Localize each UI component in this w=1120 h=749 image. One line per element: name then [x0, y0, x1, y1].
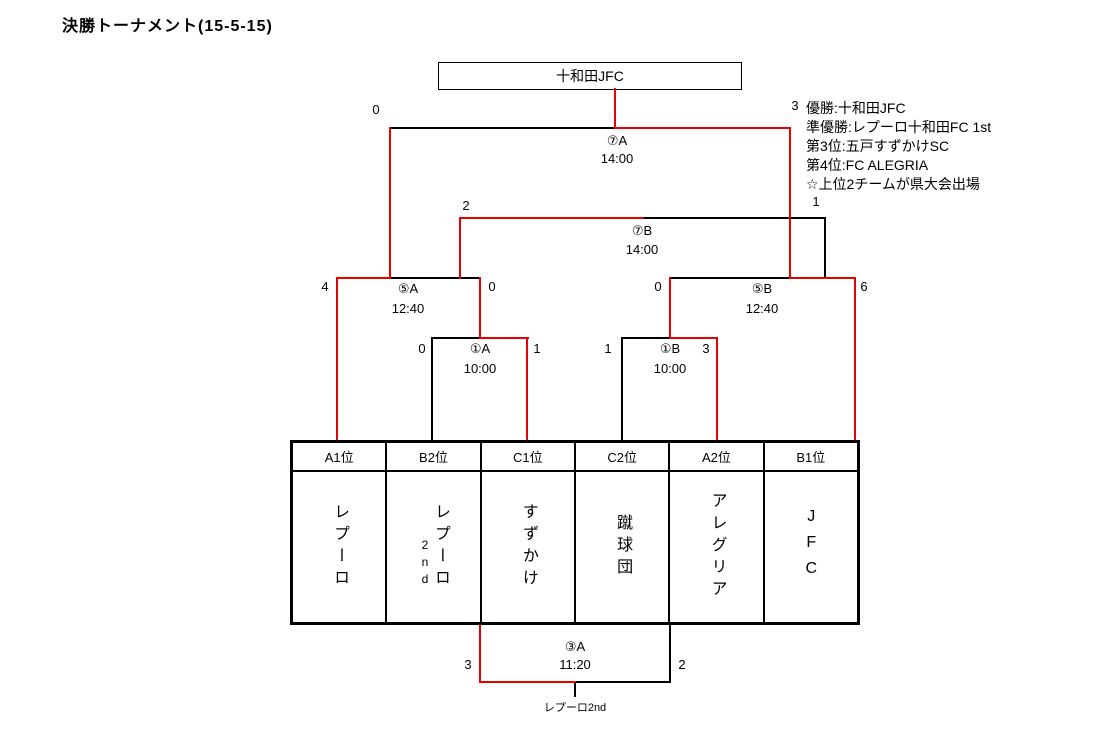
match-3a-winner: レプーロ2nd [543, 702, 607, 714]
bracket-line [390, 277, 481, 279]
match-1b-time: 10:00 [653, 361, 687, 376]
bracket-line [669, 625, 671, 683]
match-3a-right-score: 2 [678, 657, 686, 672]
winner-path-line [854, 277, 856, 440]
seed-label: C1位 [481, 443, 574, 472]
bracket-line [642, 217, 826, 219]
winner-path-line [479, 681, 576, 683]
match-1a-time: 10:00 [463, 361, 497, 376]
team-column-c2: C2位 蹴球団 [575, 443, 671, 622]
team-name: すずかけ [519, 503, 537, 591]
result-line-third: 第3位:五戸すずかけSC [806, 138, 950, 154]
results-panel: 優勝:十和田JFC 準優勝:レプーロ十和田FC 1st 第3位:五戸すずかけSC… [806, 99, 991, 194]
match-7b-left-score: 2 [462, 198, 470, 213]
bracket-line [575, 681, 671, 683]
champion-box: 十和田JFC [438, 62, 742, 90]
match-1b-left-score: 1 [604, 341, 612, 356]
bracket-line [622, 337, 671, 339]
page-title: 決勝トーナメント(15-5-15) [62, 18, 273, 35]
match-3a-left-score: 3 [464, 657, 472, 672]
match-1a-left-score: 0 [418, 341, 426, 356]
team-name: レプーロ [431, 503, 449, 591]
winner-path-line [526, 337, 528, 440]
match-7b-label: ⑦B [631, 223, 653, 238]
winner-path-line [789, 277, 856, 279]
match-1a-label: ①A [469, 341, 491, 356]
team-column-a1: A1位 レプーロ [293, 443, 388, 622]
winner-path-line [336, 277, 391, 279]
result-line-note: ☆上位2チームが県大会出場 [806, 176, 980, 192]
winner-path-line [479, 277, 481, 339]
match-7a-label: ⑦A [606, 133, 628, 148]
winner-path-line [389, 127, 391, 279]
winner-path-line [716, 337, 718, 440]
winner-path-line [789, 127, 791, 279]
bracket-line [390, 127, 616, 129]
result-line-winner: 優勝:十和田JFC [806, 100, 906, 116]
bracket-line [824, 217, 826, 279]
match-5a-time: 12:40 [391, 301, 425, 316]
result-line-runnerup: 準優勝:レプーロ十和田FC 1st [806, 119, 992, 135]
match-7b-right-score: 1 [812, 194, 820, 209]
winner-path-line [669, 337, 718, 339]
match-5b-left-score: 0 [654, 279, 662, 294]
teams-table: A1位 レプーロ B2位 2nd レプーロ C1位 すずかけ C2位 蹴球団 A… [290, 440, 860, 625]
match-7a-time: 14:00 [600, 151, 634, 166]
match-7b-time: 14:00 [625, 242, 659, 257]
bracket-line [621, 337, 623, 440]
bracket-line [574, 681, 576, 697]
seed-label: A1位 [293, 443, 386, 472]
match-5a-right-score: 0 [488, 279, 496, 294]
team-name-suffix: 2nd [417, 537, 432, 589]
match-5a-label: ⑤A [397, 281, 419, 296]
team-column-a2: A2位 アレグリア [670, 443, 765, 622]
bracket-line [670, 277, 790, 279]
match-1b-label: ①B [659, 341, 681, 356]
match-1b-right-score: 3 [702, 341, 710, 356]
winner-path-line [614, 127, 791, 129]
match-1a-right-score: 1 [533, 341, 541, 356]
team-name: JFC [802, 508, 820, 586]
winner-path-line [459, 217, 461, 279]
match-5b-label: ⑤B [751, 281, 773, 296]
seed-label: B2位 [387, 443, 480, 472]
bracket-line [431, 337, 433, 440]
team-column-b2: B2位 2nd レプーロ [387, 443, 482, 622]
result-line-fourth: 第4位:FC ALEGRIA [806, 157, 929, 173]
winner-path-line [614, 88, 616, 129]
seed-label: B1位 [764, 443, 857, 472]
winner-path-line [479, 337, 529, 339]
team-name: 蹴球団 [614, 514, 632, 580]
match-7a-right-score: 3 [791, 98, 799, 113]
team-column-c1: C1位 すずかけ [481, 443, 576, 622]
seed-label: C2位 [575, 443, 669, 472]
champion-name: 十和田JFC [556, 68, 624, 84]
match-3a-label: ③A [564, 639, 586, 654]
winner-path-line [479, 625, 481, 683]
match-5a-left-score: 4 [321, 279, 329, 294]
match-5b-right-score: 6 [860, 279, 868, 294]
team-column-b1: B1位 JFC [764, 443, 857, 622]
winner-path-line [336, 277, 338, 440]
winner-path-line [459, 217, 644, 219]
winner-path-line [669, 277, 671, 339]
match-7a-left-score: 0 [372, 102, 380, 117]
team-name: アレグリア [708, 492, 726, 602]
bracket-line [432, 337, 481, 339]
seed-label: A2位 [670, 443, 763, 472]
match-5b-time: 12:40 [745, 301, 779, 316]
match-3a-time: 11:20 [559, 657, 591, 672]
team-name: レプーロ [331, 503, 349, 591]
